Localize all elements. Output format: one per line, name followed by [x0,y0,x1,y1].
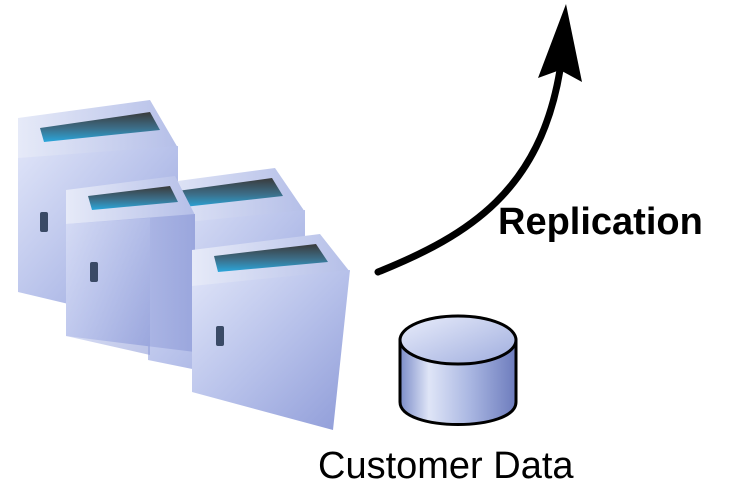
replication-label: Replication [498,201,703,243]
customer-data-label: Customer Data [318,445,574,487]
database-cylinder-icon [398,314,518,426]
server-cluster-icon [18,100,350,430]
replication-arrow-icon [374,4,582,276]
server-unit-2 [66,176,195,355]
server-unit-4 [192,234,350,430]
